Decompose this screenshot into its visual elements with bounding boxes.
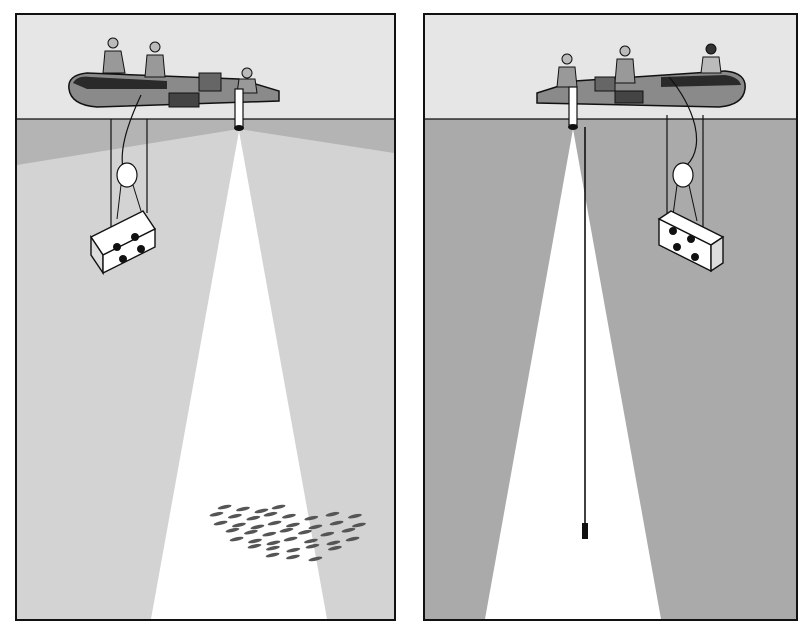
- fish-icon: [236, 506, 250, 512]
- camera-box: [657, 210, 725, 273]
- fish-icon: [265, 552, 280, 558]
- fish-icon: [232, 522, 246, 528]
- fish-icon: [225, 527, 240, 533]
- fish-icon: [329, 520, 344, 526]
- hanging-camera-array: [89, 94, 157, 276]
- echosounder-transducer: [234, 88, 244, 131]
- fish-school: [209, 504, 366, 562]
- fish-icon: [209, 511, 224, 517]
- fish-icon: [352, 522, 366, 528]
- fish-icon: [217, 504, 232, 510]
- fish-icon: [266, 540, 281, 546]
- fish-icon: [271, 504, 286, 510]
- fish-icon: [279, 527, 294, 533]
- fish-icon: [286, 554, 300, 560]
- crew: [102, 37, 258, 94]
- fish-icon: [250, 524, 265, 530]
- fish-icon: [345, 536, 360, 542]
- sampler-weight: [582, 523, 588, 539]
- fish-icon: [282, 513, 296, 519]
- echosounder-transducer: [568, 86, 578, 130]
- fish-icon: [248, 538, 262, 544]
- inflatable-boat: [536, 70, 746, 108]
- fish-icon: [246, 515, 261, 521]
- fish-icon: [325, 511, 340, 517]
- fish-icon: [298, 529, 312, 535]
- fish-icon: [341, 527, 356, 533]
- fish-icon: [266, 545, 280, 551]
- right-panel: [423, 13, 798, 621]
- fish-icon: [348, 513, 362, 519]
- fish-icon: [286, 547, 301, 553]
- fish-icon: [304, 515, 319, 521]
- person-icon: [102, 37, 126, 74]
- left-panel: [15, 13, 396, 621]
- fish-icon: [308, 524, 323, 530]
- right-scene: [425, 15, 796, 619]
- person-icon: [144, 41, 166, 78]
- fish-icon: [213, 520, 228, 526]
- fish-icon: [228, 513, 242, 519]
- acoustic-beam: [485, 129, 661, 619]
- inflatable-boat: [68, 72, 280, 108]
- fish-icon: [254, 508, 269, 514]
- fish-icon: [305, 543, 320, 549]
- left-scene: [17, 15, 394, 619]
- fish-icon: [263, 511, 278, 517]
- fish-icon: [247, 543, 262, 549]
- person-icon: [700, 43, 722, 74]
- fish-icon: [286, 522, 300, 528]
- fish-icon: [304, 538, 318, 544]
- acoustic-beam: [151, 131, 327, 619]
- fish-icon: [262, 531, 277, 537]
- fish-icon: [326, 540, 341, 546]
- crew: [556, 43, 722, 88]
- person-icon: [236, 67, 258, 94]
- fish-icon: [267, 520, 282, 526]
- fish-icon: [244, 529, 258, 535]
- fish-icon: [328, 545, 342, 551]
- fish-icon: [308, 556, 323, 562]
- fish-icon: [320, 531, 335, 537]
- hanging-camera-array: [657, 76, 725, 273]
- fish-icon: [229, 536, 244, 542]
- camera-box: [89, 210, 157, 276]
- fish-icon: [283, 536, 298, 542]
- person-icon: [614, 45, 636, 84]
